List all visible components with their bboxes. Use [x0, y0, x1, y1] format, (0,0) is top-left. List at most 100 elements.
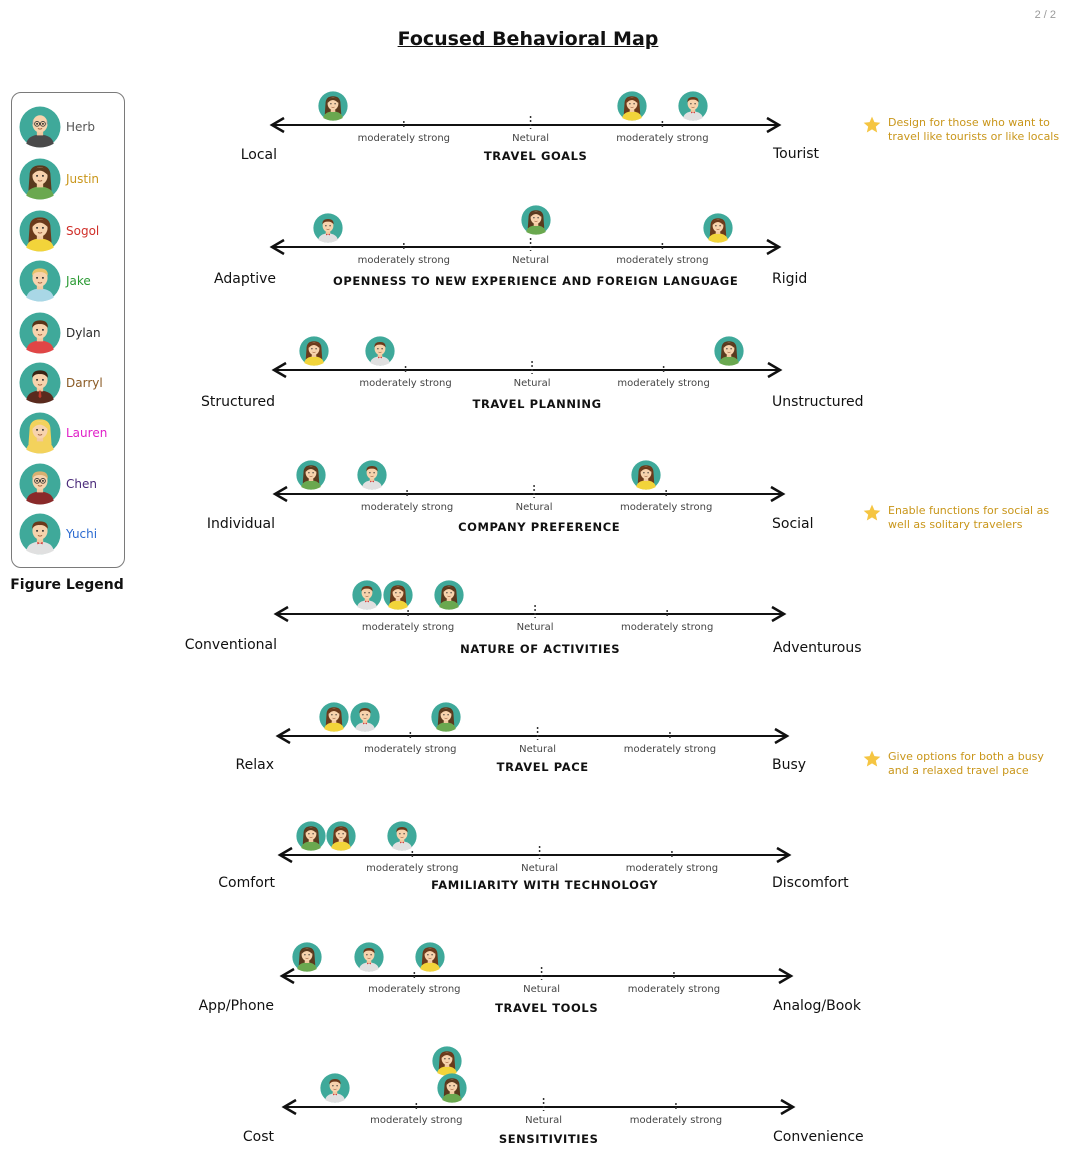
left-pole-label: App/Phone	[198, 998, 274, 1014]
right-pole-label: Social	[772, 516, 814, 532]
right-pole-label: Adventurous	[773, 640, 862, 656]
marker-yuchi-man-bowtie-avatar-icon	[356, 460, 387, 490]
right-arrow-icon	[778, 967, 794, 985]
legend-item-sogol: Sogol	[19, 209, 99, 253]
right-arrow-icon	[767, 361, 783, 379]
dimension-label: COMPANY PREFERENCE	[458, 520, 621, 534]
legend-name: Chen	[66, 477, 97, 491]
left-pole-label: Local	[240, 147, 277, 163]
marker-yuchi-man-bowtie-avatar-icon	[320, 1073, 350, 1103]
neutral-label: Netural	[516, 622, 554, 633]
legend-name: Sogol	[66, 224, 100, 238]
moderately-strong-label: moderately strong	[370, 1115, 463, 1126]
dimension-label: TRAVEL TOOLS	[495, 1001, 599, 1015]
legend-name: Darryl	[66, 376, 103, 390]
marker-sogol-woman-yellow-shirt-avatar-icon	[319, 702, 349, 732]
legend-item-yuchi: Yuchi	[19, 512, 97, 556]
right-arrow-icon	[766, 238, 782, 256]
legend-caption: Figure Legend	[10, 577, 124, 593]
page-indicator: 2 / 2	[1034, 9, 1056, 21]
moderately-strong-label: moderately strong	[364, 744, 457, 755]
marker-justin-long-hair-man-green-shirt-avatar-icon	[437, 1073, 467, 1103]
legend-name: Jake	[66, 274, 91, 288]
design-note-text: Enable functions for social as well as s…	[888, 504, 1050, 531]
legend-item-chen: Chen	[19, 462, 97, 506]
design-note-text: Design for those who want to travel like…	[888, 116, 1060, 143]
marker-justin-long-hair-man-green-shirt-avatar-icon	[318, 91, 348, 121]
blond-boy-blue-shirt-avatar-icon	[19, 260, 61, 302]
marker-yuchi-man-bowtie-avatar-icon	[365, 336, 395, 366]
long-hair-man-green-shirt-avatar-icon	[19, 158, 61, 200]
moderately-strong-label: moderately strong	[359, 378, 452, 389]
star-icon	[863, 116, 881, 133]
neutral-label: Netural	[523, 984, 561, 995]
legend-item-jake: Jake	[19, 259, 91, 303]
moderately-strong-label: moderately strong	[623, 744, 717, 755]
left-pole-label: Conventional	[184, 637, 277, 653]
moderately-strong-label: moderately strong	[366, 863, 459, 874]
marker-sogol-woman-yellow-shirt-avatar-icon	[414, 942, 445, 972]
marker-sogol-woman-yellow-shirt-avatar-icon	[617, 91, 647, 121]
man-glasses-avatar-icon	[19, 463, 61, 505]
neutral-label: Netural	[521, 863, 559, 874]
left-arrow-icon	[281, 1098, 297, 1116]
dimension-label: TRAVEL PACE	[496, 760, 589, 774]
right-arrow-icon	[770, 485, 786, 503]
right-arrow-icon	[774, 727, 790, 745]
legend-name: Yuchi	[66, 527, 98, 541]
moderately-strong-label: moderately strong	[357, 133, 450, 144]
right-pole-label: Busy	[772, 757, 807, 773]
moderately-strong-label: moderately strong	[629, 1115, 723, 1126]
legend-item-herb: Herb	[19, 105, 95, 149]
neutral-label: Netural	[513, 378, 551, 389]
moderately-strong-label: moderately strong	[360, 502, 454, 513]
left-pole-label: Comfort	[218, 875, 275, 891]
moderately-strong-label: moderately strong	[619, 502, 713, 513]
page-title: Focused Behavioral Map	[397, 28, 659, 50]
dimension-label: OPENNESS TO NEW EXPERIENCE AND FOREIGN L…	[332, 274, 739, 288]
neutral-label: Netural	[512, 255, 550, 266]
right-pole-label: Convenience	[773, 1129, 864, 1145]
neutral-label: Netural	[515, 502, 553, 513]
right-pole-label: Rigid	[772, 271, 808, 287]
right-pole-label: Discomfort	[772, 875, 849, 891]
dimension-label: SENSITIVITIES	[498, 1132, 599, 1146]
neutral-label: Netural	[512, 133, 550, 144]
marker-sogol-woman-yellow-shirt-avatar-icon	[383, 580, 413, 610]
right-arrow-icon	[771, 605, 787, 623]
right-arrow-icon	[780, 1098, 796, 1116]
neutral-label: Netural	[525, 1115, 563, 1126]
man-suit-avatar-icon	[19, 362, 61, 404]
marker-sogol-woman-yellow-shirt-avatar-icon	[703, 213, 733, 243]
marker-yuchi-man-bowtie-avatar-icon	[678, 91, 708, 121]
design-note-text: Give options for both a busy and a relax…	[888, 750, 1044, 777]
marker-justin-long-hair-man-green-shirt-avatar-icon	[295, 821, 326, 851]
right-arrow-icon	[776, 846, 792, 864]
moderately-strong-label: moderately strong	[361, 622, 455, 633]
neutral-label: Netural	[519, 744, 557, 755]
marker-justin-long-hair-man-green-shirt-avatar-icon	[434, 580, 464, 610]
right-pole-label: Analog/Book	[773, 998, 861, 1014]
star-icon	[863, 504, 881, 521]
marker-yuchi-man-bowtie-avatar-icon	[352, 580, 383, 610]
left-pole-label: Structured	[200, 394, 275, 410]
marker-justin-long-hair-man-green-shirt-avatar-icon	[431, 702, 461, 732]
blonde-woman-avatar-icon	[19, 412, 61, 454]
moderately-strong-label: moderately strong	[625, 863, 719, 874]
marker-sogol-woman-yellow-shirt-avatar-icon	[299, 336, 330, 366]
legend-name: Justin	[66, 172, 100, 186]
man-bowtie-avatar-icon	[19, 513, 61, 555]
star-icon	[863, 750, 881, 767]
marker-sogol-woman-yellow-shirt-avatar-icon	[432, 1046, 462, 1076]
left-arrow-icon	[273, 605, 289, 623]
